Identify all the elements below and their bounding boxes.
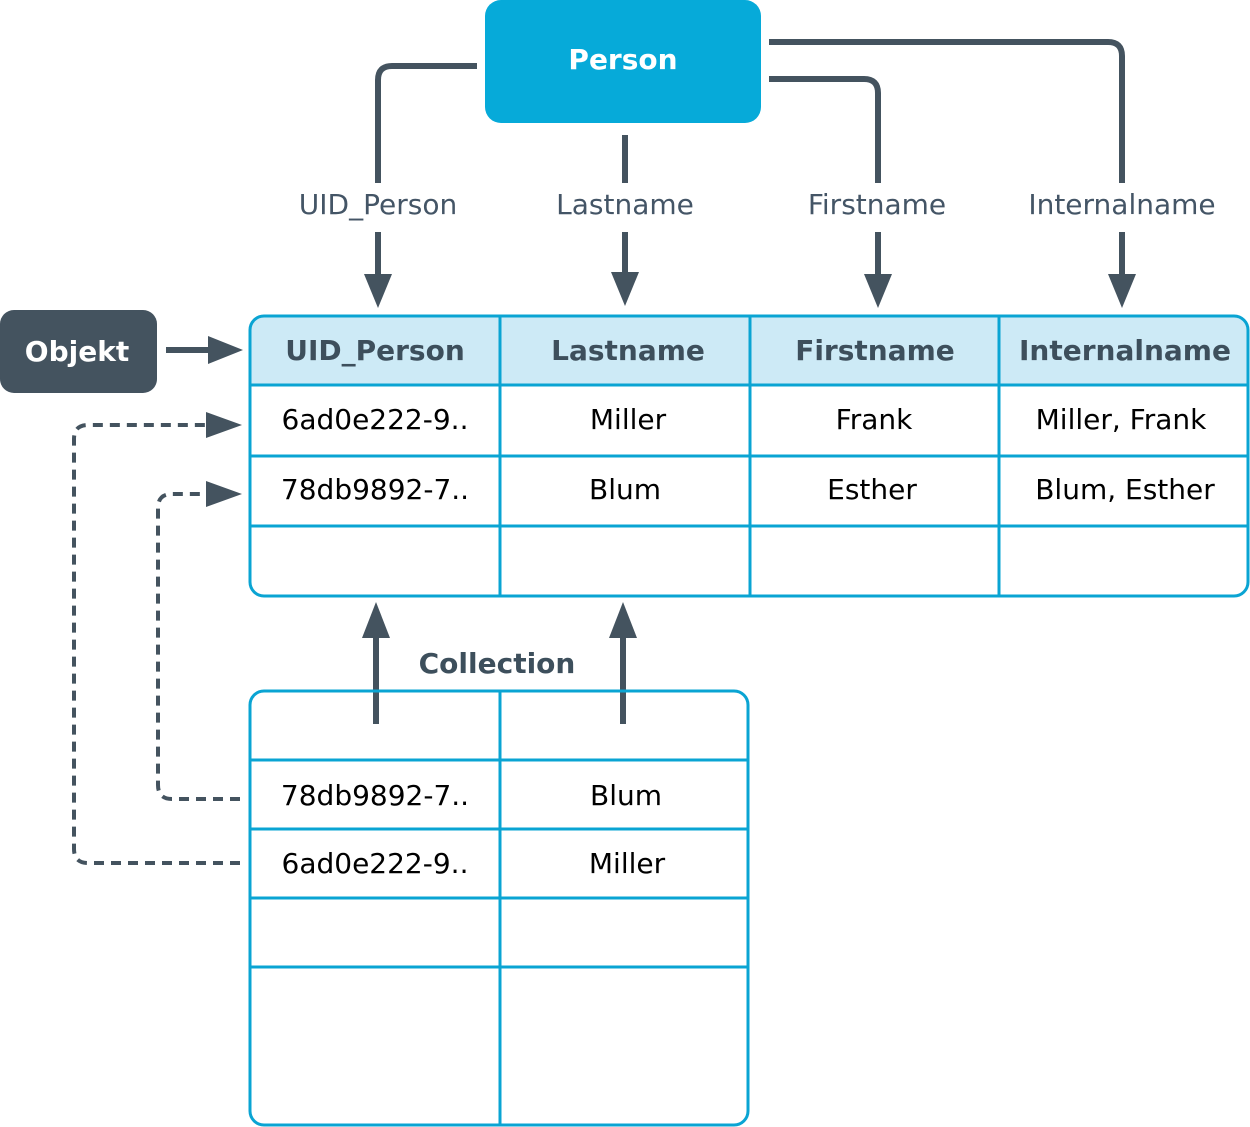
arrow-head-objekt xyxy=(208,336,243,364)
object-table-cell: Blum xyxy=(589,473,661,506)
arrow-head-lastname xyxy=(611,272,639,306)
arrow-head-firstname xyxy=(864,274,892,308)
dashed-link-blum-head xyxy=(206,481,242,507)
connector-internalname xyxy=(769,39,1125,183)
object-table-cell: Esther xyxy=(827,473,917,506)
dashed-link-miller xyxy=(72,423,240,865)
object-table-cell: Frank xyxy=(836,403,913,436)
collection-title: Collection xyxy=(419,647,576,680)
object-table-header-internalname: Internalname xyxy=(1019,334,1231,367)
collection-table-cell: Blum xyxy=(590,779,662,812)
collection-table-cell: 6ad0e222-9.. xyxy=(282,847,469,880)
dashed-link-miller-head xyxy=(206,412,242,438)
connector-uid-person xyxy=(375,63,477,183)
arrow-head-collection-lastname xyxy=(609,602,637,638)
collection-table-cell: 78db9892-7.. xyxy=(281,779,469,812)
object-table-cell: 6ad0e222-9.. xyxy=(282,403,469,436)
field-label-uid-person: UID_Person xyxy=(299,188,457,221)
object-table-cell: Miller xyxy=(590,403,667,436)
object-table-cell: Miller, Frank xyxy=(1036,403,1208,436)
arrow-head-uid-person xyxy=(364,274,392,308)
field-label-lastname: Lastname xyxy=(556,188,694,221)
object-table-header-uid-person: UID_Person xyxy=(285,334,465,367)
objekt-label: Objekt xyxy=(25,335,129,368)
field-label-internalname: Internalname xyxy=(1028,188,1215,221)
person-box xyxy=(485,0,761,123)
dashed-link-blum xyxy=(156,492,240,801)
object-table-cell: 78db9892-7.. xyxy=(281,473,469,506)
person-label: Person xyxy=(568,43,677,76)
object-table-cell: Blum, Esther xyxy=(1035,473,1215,506)
objekt-box xyxy=(0,310,157,393)
collection-table-cell: Miller xyxy=(589,847,666,880)
arrow-head-internalname xyxy=(1108,274,1136,308)
object-table-header-lastname: Lastname xyxy=(551,334,705,367)
connector-firstname xyxy=(769,76,881,183)
object-table-header-firstname: Firstname xyxy=(795,334,955,367)
arrow-head-collection-uid xyxy=(362,602,390,638)
field-label-firstname: Firstname xyxy=(808,188,946,221)
